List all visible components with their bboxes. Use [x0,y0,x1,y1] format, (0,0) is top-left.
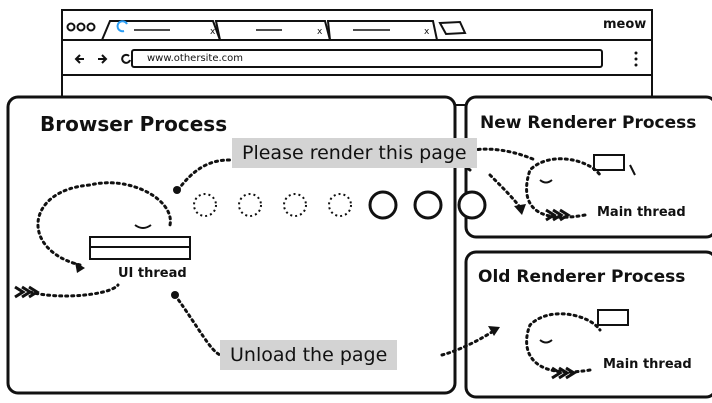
sketch-stroke [525,157,602,219]
sketch-stroke [413,190,443,220]
old-renderer-box [464,250,712,399]
sketch-stroke [328,193,352,217]
tab[interactable] [101,20,221,41]
sketch-stroke [238,193,262,217]
new-tab-button[interactable] [438,20,467,36]
reload-icon [121,53,131,64]
ipc-messages [193,190,487,220]
forward-icon [98,54,108,64]
back-icon [74,54,84,64]
sketch-stroke [176,158,234,192]
sketch-stroke [634,63,638,67]
sketch-stroke [488,326,500,336]
sketch-stroke [75,186,526,336]
sketch-stroke [171,291,179,299]
sketch-stroke: x [210,27,216,37]
sketch-stroke [14,154,636,380]
sketch-stroke [368,190,398,220]
browser-process-box [6,95,457,395]
tab[interactable] [326,20,438,41]
ui-thread-label: UI thread [118,266,187,281]
new-renderer-title: New Renderer Process [480,113,697,133]
sketch-stroke [525,312,602,374]
window-control-icon [86,22,96,32]
address-bar[interactable] [131,49,603,68]
sketch-stroke [634,51,638,55]
render-message: Please render this page [232,138,477,168]
sketch-stroke [457,190,487,220]
sketch-stroke [134,224,152,229]
profile-name: meow [603,17,647,32]
sketch-stroke [193,193,217,217]
sketch-stroke [36,181,172,267]
sketch-stroke [440,328,497,357]
old-renderer-title: Old Renderer Process [478,267,686,287]
sketch-stroke [75,262,85,273]
tab[interactable] [214,20,331,41]
sketch-stroke [173,293,222,357]
window-control-icon [76,22,86,32]
sketch-stroke [545,208,571,222]
sketch-stroke [514,204,526,215]
window-control-icon [66,22,76,32]
loading-spinner-icon [116,20,128,33]
sketch-stroke [539,179,553,184]
new-renderer-thread-label: Main thread [597,205,686,220]
address-bar-url[interactable]: www.othersite.com [147,53,244,64]
sketch-stroke [597,309,629,326]
sketch-stroke [173,186,181,194]
sketch-stroke [525,157,602,374]
sketch-stroke: x [317,27,323,37]
sketch-stroke [28,283,120,298]
sketch-stroke [283,193,307,217]
sketch-stroke: x [424,27,430,37]
browser-process-title: Browser Process [40,112,228,136]
sketch-stroke [593,154,636,176]
old-renderer-thread-label: Main thread [603,357,692,372]
sketch-stroke [14,285,40,299]
sketch-stroke [539,339,553,344]
sketch-stroke [634,57,638,61]
unload-message: Unload the page [220,340,398,370]
